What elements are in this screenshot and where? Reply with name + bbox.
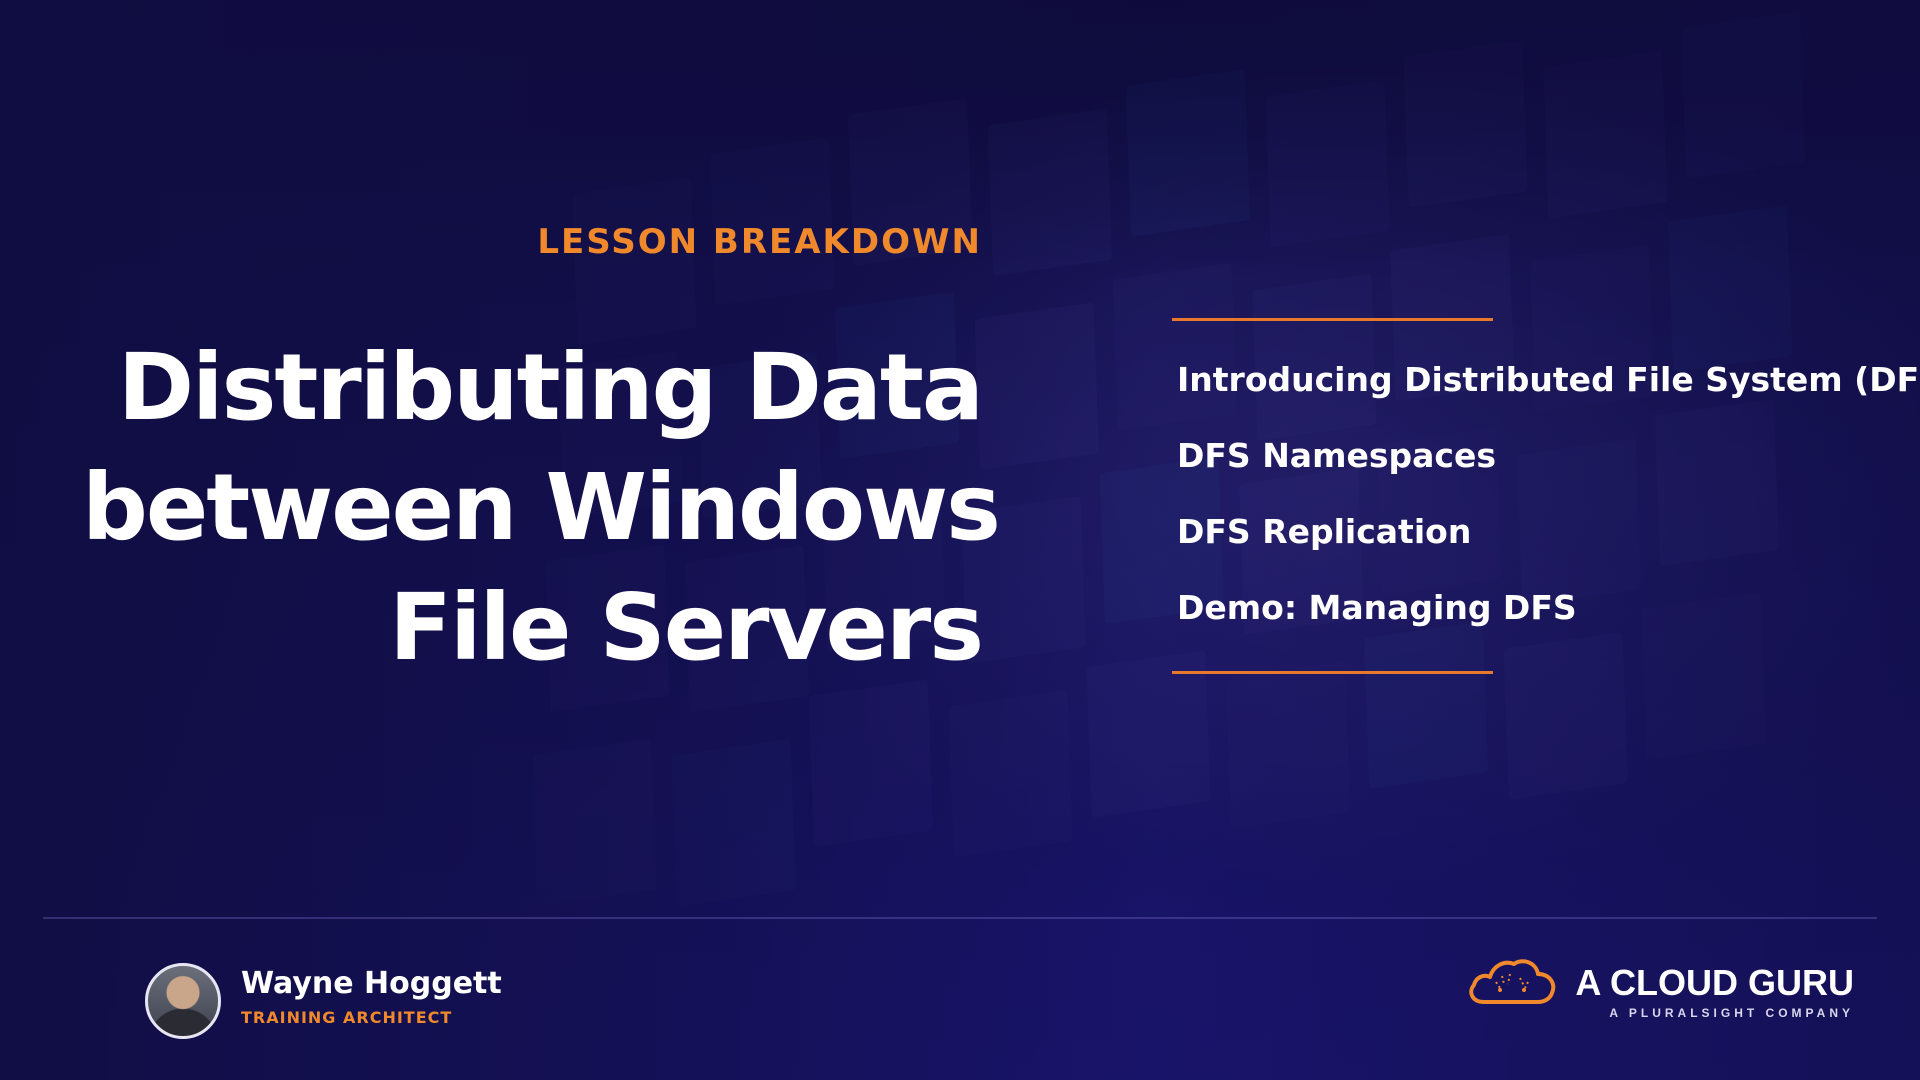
brand-subtitle: A PLURALSIGHT COMPANY	[1609, 1006, 1854, 1020]
presenter-name: Wayne Hoggett	[241, 966, 502, 1001]
presenter-avatar	[145, 963, 221, 1039]
lesson-title: Distributing Data between Windows File S…	[82, 328, 1001, 688]
brand-name: A CLOUD GURU	[1575, 962, 1854, 1003]
topics-bottom-rule	[1172, 671, 1493, 674]
topic-item: Demo: Managing DFS	[1177, 588, 1577, 627]
lesson-eyebrow: LESSON BREAKDOWN	[537, 222, 982, 262]
topic-item: Introducing Distributed File System (DFS…	[1177, 360, 1920, 399]
topics-top-rule	[1172, 318, 1493, 321]
topics-list: Introducing Distributed File System (DFS…	[1177, 354, 1920, 658]
lesson-title-line-3: File Servers	[389, 574, 984, 681]
footer-divider	[43, 917, 1877, 919]
cloud-logo-icon	[1469, 959, 1556, 1004]
lesson-title-line-2: between Windows	[82, 454, 1001, 561]
topic-item: DFS Replication	[1177, 512, 1472, 551]
presenter-role: TRAINING ARCHITECT	[241, 1008, 453, 1027]
topic-item: DFS Namespaces	[1177, 436, 1496, 475]
lesson-title-line-1: Distributing Data	[117, 334, 984, 441]
